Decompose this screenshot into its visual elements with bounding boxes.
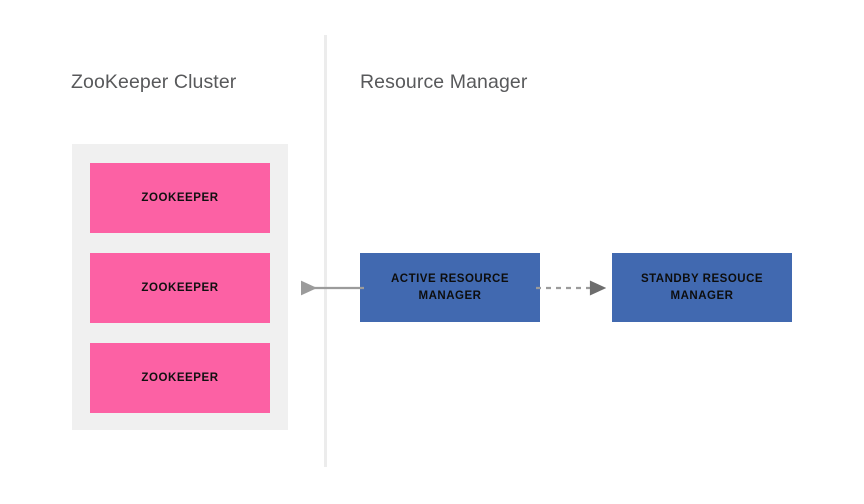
section-divider [324, 35, 327, 467]
connector-active-rm-to-standby-rm [536, 280, 607, 296]
zookeeper-node-label: ZOOKEEPER [141, 371, 219, 384]
connector-active-rm-to-zookeeper [300, 280, 364, 296]
standby-resource-manager-label: STANDBY RESOUCE MANAGER [640, 272, 764, 302]
zookeeper-node-3[interactable]: ZOOKEEPER [90, 343, 270, 413]
zookeeper-node-label: ZOOKEEPER [141, 191, 219, 204]
section-title-zookeeper-cluster: ZooKeeper Cluster [71, 71, 237, 93]
zookeeper-cluster-group: ZOOKEEPER ZOOKEEPER ZOOKEEPER [72, 144, 288, 430]
active-resource-manager-label: ACTIVE RESOURCE MANAGER [390, 272, 510, 302]
section-title-resource-manager: Resource Manager [360, 71, 528, 93]
zookeeper-node-1[interactable]: ZOOKEEPER [90, 163, 270, 233]
standby-resource-manager-box[interactable]: STANDBY RESOUCE MANAGER [612, 253, 792, 322]
zookeeper-node-2[interactable]: ZOOKEEPER [90, 253, 270, 323]
active-resource-manager-box[interactable]: ACTIVE RESOURCE MANAGER [360, 253, 540, 322]
zookeeper-node-label: ZOOKEEPER [141, 281, 219, 294]
